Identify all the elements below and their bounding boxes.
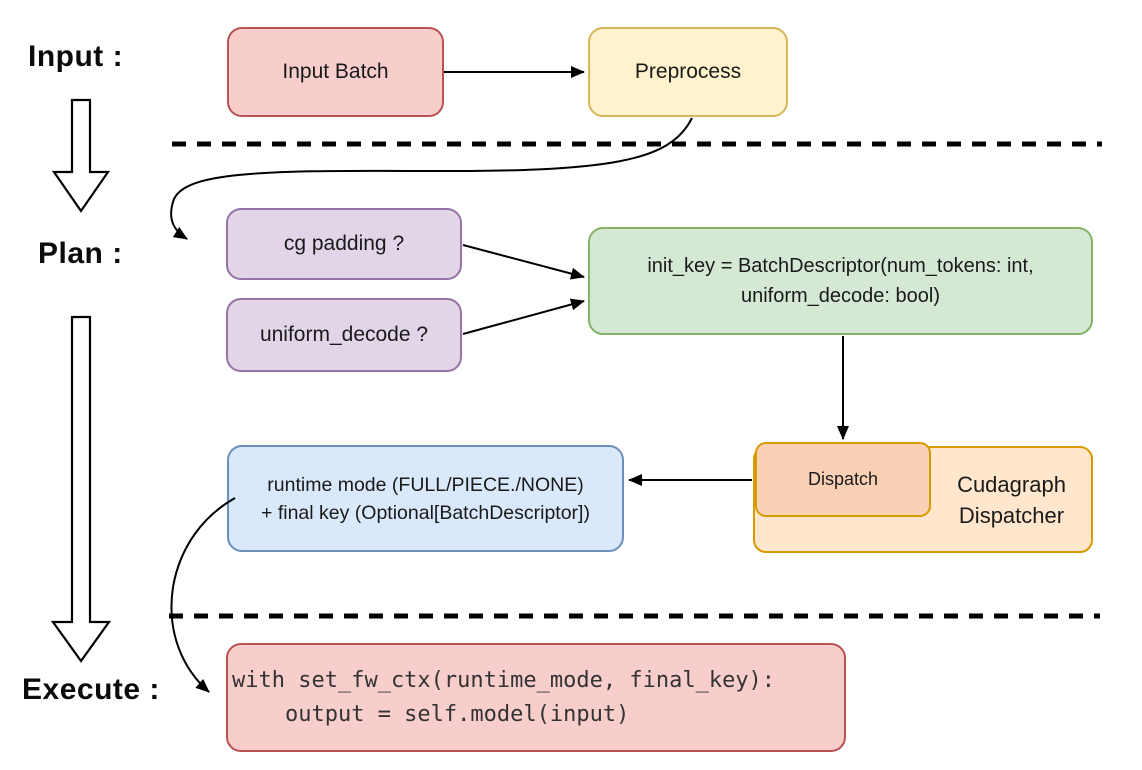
cudagraph-line2: Dispatcher [958,502,1065,528]
node-dispatch-label: Dispatch [807,469,879,489]
node-preprocess-label: Preprocess [634,60,742,83]
block-arrow-input-to-plan-icon [51,98,111,213]
node-input-batch: Input Batch [227,27,444,117]
node-init-key-line1: init_key = BatchDescriptor(num_tokens: i… [647,255,1034,277]
stage-label-execute: Execute : [22,673,160,706]
node-input-batch-label: Input Batch [282,60,389,83]
node-runtime-mode-line1: runtime mode (FULL/PIECE./NONE) [267,473,584,496]
node-execute-code: with set_fw_ctx(runtime_mode, final_key)… [226,643,846,752]
node-execute-code-line2: output = self.model(input) [232,701,630,727]
node-cudagraph-dispatcher-label: Cudagraph Dispatcher [930,446,1093,553]
node-init-key: init_key = BatchDescriptor(num_tokens: i… [588,227,1093,335]
node-cg-padding-label: cg padding ? [283,232,405,255]
node-cg-padding: cg padding ? [226,208,462,280]
stage-label-input: Input : [28,40,124,73]
node-execute-code-line1: with set_fw_ctx(runtime_mode, final_key)… [232,667,776,693]
node-init-key-line2: uniform_decode: bool) [740,285,940,307]
stage-label-plan: Plan : [38,237,123,270]
node-runtime-mode-line2: + final key (Optional[BatchDescriptor]) [261,501,590,524]
node-uniform-decode: uniform_decode ? [226,298,462,372]
block-arrow-plan-to-execute-icon [50,315,112,663]
arrow-uniform-decode-to-init-key [462,298,585,335]
node-preprocess: Preprocess [588,27,788,117]
arrow-cg-padding-to-init-key [462,244,585,280]
cudagraph-line1: Cudagraph [957,471,1066,497]
node-dispatch: Dispatch [755,442,931,517]
node-runtime-mode: runtime mode (FULL/PIECE./NONE) + final … [227,445,624,552]
node-uniform-decode-label: uniform_decode ? [259,323,429,346]
